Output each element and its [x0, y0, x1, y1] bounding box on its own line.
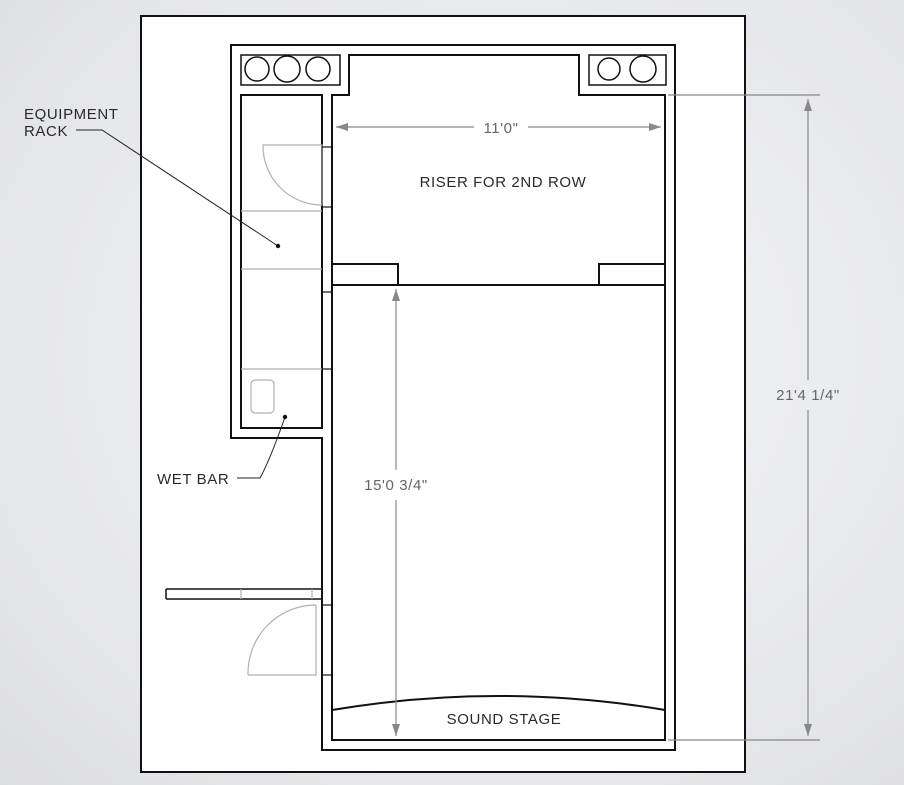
wet-bar-leader	[237, 416, 286, 479]
width-dimension	[336, 123, 661, 131]
wet-bar-sink	[250, 379, 275, 414]
riser-label: RISER FOR 2ND ROW	[420, 174, 587, 191]
entry-door-swing	[247, 604, 317, 676]
leader-dot	[275, 243, 281, 249]
overall-length-dimension-text: 21'4 1/4"	[776, 387, 840, 404]
speaker-icon	[273, 55, 301, 83]
equipment-rack-leader	[76, 129, 279, 247]
width-dimension-text: 11'0"	[483, 120, 518, 137]
wall-tick-marks	[322, 146, 332, 676]
right-speaker-cabinet	[588, 54, 667, 86]
speaker-icon	[244, 56, 270, 82]
sound-stage-edge	[331, 695, 666, 711]
equipment-rack-label: EQUIPMENT	[24, 106, 119, 123]
equipment-rack-label: RACK	[24, 123, 68, 140]
screen-to-riser-dimension	[392, 289, 400, 736]
hall-partition-wall	[165, 588, 322, 600]
riser-edge	[332, 263, 665, 286]
leader-dot	[282, 414, 288, 420]
closet-door-swing	[262, 144, 323, 206]
speaker-icon	[597, 57, 621, 81]
wet-bar-label: WET BAR	[157, 471, 229, 488]
speaker-icon	[629, 55, 657, 83]
speaker-icon	[305, 56, 331, 82]
left-speaker-cabinet	[240, 54, 341, 86]
overall-length-dimension	[668, 94, 820, 741]
room-outer-wall	[230, 44, 676, 751]
screen-to-riser-dimension-text: 15'0 3/4"	[364, 477, 428, 494]
sound-stage-label: SOUND STAGE	[447, 711, 562, 728]
room-inner-wall	[331, 54, 666, 741]
